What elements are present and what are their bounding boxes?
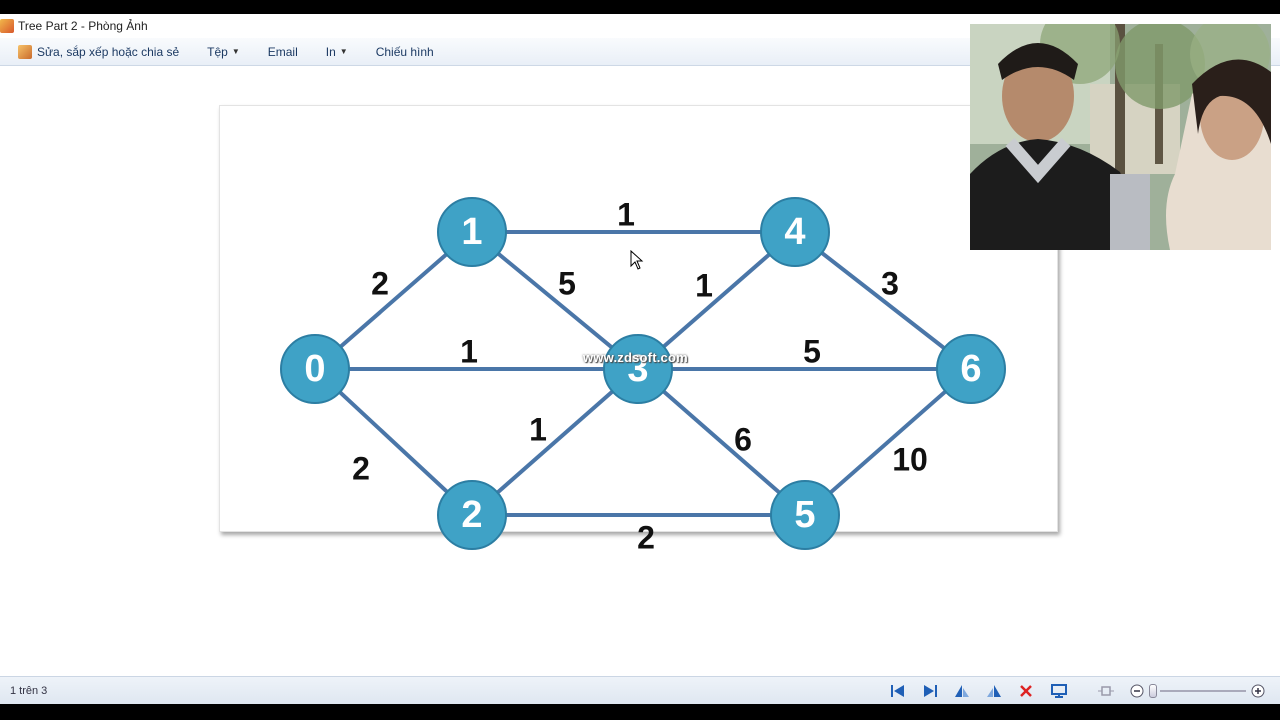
share-menu-label: Sửa, sắp xếp hoặc chia sẻ bbox=[37, 44, 180, 59]
edge-weight-label-0-2: 2 bbox=[352, 450, 370, 486]
zoom-slider-track[interactable] bbox=[1160, 690, 1246, 692]
graph-node-label-6: 6 bbox=[960, 348, 981, 390]
graph-node-label-5: 5 bbox=[794, 494, 815, 536]
window-title: Tree Part 2 - Phòng Ảnh bbox=[18, 19, 148, 33]
print-menu-button[interactable]: In ▼ bbox=[326, 45, 348, 59]
edge-weight-label-4-6: 3 bbox=[881, 265, 899, 301]
graph-node-2 bbox=[437, 480, 507, 550]
slideshow-button[interactable]: Chiếu hình bbox=[376, 45, 434, 59]
chevron-down-icon: ▼ bbox=[231, 47, 240, 56]
graph-node-label-2: 2 bbox=[461, 494, 482, 536]
slideshow-icon[interactable] bbox=[1051, 683, 1067, 699]
chevron-down-icon: ▼ bbox=[339, 47, 348, 56]
graph-edge-3-5 bbox=[636, 367, 807, 517]
graph-node-3 bbox=[603, 334, 673, 404]
watermark-text: www.zdsoft.com bbox=[583, 350, 688, 365]
webcam-overlay bbox=[970, 24, 1271, 250]
edge-weight-label-1-3: 5 bbox=[558, 265, 576, 301]
zoom-slider-thumb[interactable] bbox=[1149, 684, 1157, 698]
slideshow-label: Chiếu hình bbox=[375, 44, 434, 59]
graph-node-4 bbox=[760, 197, 830, 267]
previous-icon[interactable] bbox=[890, 683, 906, 699]
graph-node-label-3: 3 bbox=[627, 348, 648, 390]
zoom-in-icon[interactable] bbox=[1250, 683, 1266, 699]
graph-edge-weights: 2 1 2 1 5 1 2 1 5 6 3 10 bbox=[352, 196, 928, 555]
rotate-right-icon[interactable] bbox=[986, 683, 1002, 699]
graph-edge-4-6 bbox=[793, 230, 973, 371]
graph-edge-1-3 bbox=[470, 230, 640, 371]
graph-edge-5-6 bbox=[803, 367, 973, 517]
photo-gallery-app-icon bbox=[0, 19, 14, 33]
actual-size-icon[interactable] bbox=[1098, 683, 1114, 699]
edge-weight-label-0-3: 1 bbox=[460, 333, 478, 369]
email-label: Email bbox=[267, 44, 298, 59]
graph-edge-0-2 bbox=[313, 367, 474, 517]
print-menu-label: In bbox=[325, 44, 336, 59]
edge-weight-label-5-6: 10 bbox=[892, 441, 928, 477]
graph-node-5 bbox=[770, 480, 840, 550]
edge-weight-label-1-4: 1 bbox=[617, 196, 635, 232]
edge-weight-label-3-5: 6 bbox=[734, 421, 752, 457]
status-bar: 1 trên 3 bbox=[0, 676, 1280, 704]
delete-icon[interactable] bbox=[1018, 683, 1034, 699]
file-menu-label: Tệp bbox=[207, 44, 228, 59]
edge-weight-label-3-4: 1 bbox=[695, 267, 713, 303]
graph-node-label-4: 4 bbox=[784, 211, 805, 253]
edge-weight-label-2-5: 2 bbox=[637, 519, 655, 555]
mouse-cursor-icon bbox=[630, 250, 644, 270]
graph-node-1 bbox=[437, 197, 507, 267]
page-counter: 1 trên 3 bbox=[10, 685, 48, 697]
edge-weight-label-0-1: 2 bbox=[371, 265, 389, 301]
next-icon[interactable] bbox=[922, 683, 938, 699]
edge-weight-label-2-3: 1 bbox=[529, 411, 547, 447]
bottom-black-bar bbox=[0, 704, 1280, 720]
email-button[interactable]: Email bbox=[268, 45, 298, 59]
file-menu-button[interactable]: Tệp ▼ bbox=[207, 45, 240, 59]
top-black-bar bbox=[0, 0, 1280, 14]
share-menu-button[interactable]: Sửa, sắp xếp hoặc chia sẻ bbox=[18, 44, 180, 59]
graph-node-label-0: 0 bbox=[304, 348, 325, 390]
graph-edge-2-3 bbox=[470, 367, 640, 517]
graph-node-0 bbox=[280, 334, 350, 404]
rotate-left-icon[interactable] bbox=[954, 683, 970, 699]
graph-node-label-1: 1 bbox=[461, 211, 482, 253]
edge-weight-label-3-6: 5 bbox=[803, 333, 821, 369]
zoom-out-icon[interactable] bbox=[1129, 683, 1145, 699]
graph-nodes: 0 1 2 3 4 5 6 bbox=[280, 197, 1006, 550]
webcam-video-image bbox=[970, 24, 1271, 250]
graph-node-6 bbox=[936, 334, 1006, 404]
photo-gallery-icon bbox=[18, 44, 32, 59]
slide-image bbox=[219, 105, 1058, 532]
